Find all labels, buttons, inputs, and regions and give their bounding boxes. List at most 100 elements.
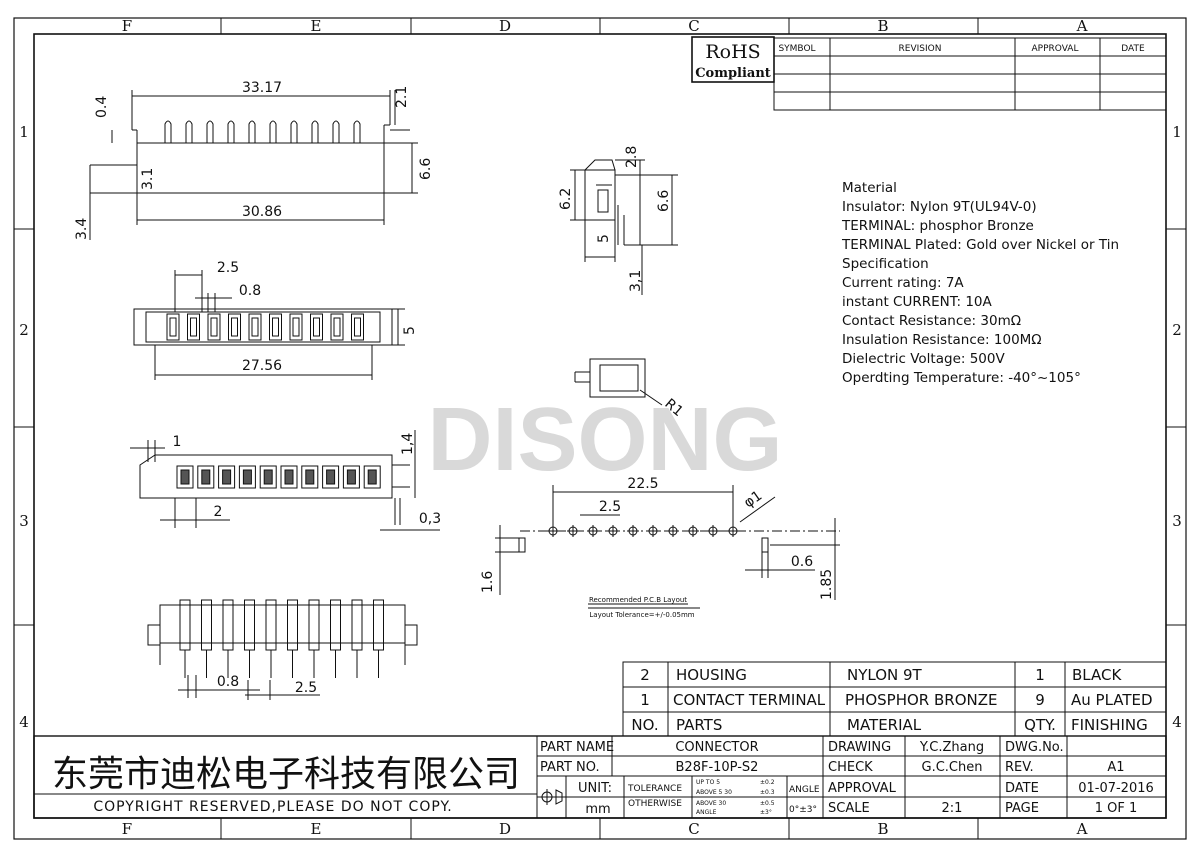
contact-slot — [351, 313, 364, 341]
contact-slot-inner — [169, 317, 177, 337]
contact-slot — [330, 313, 344, 341]
tol-row-1: UP TO 5 — [696, 779, 720, 786]
border-row-1-right: 1 — [1172, 123, 1182, 141]
bom-header-material: MATERIAL — [847, 716, 922, 734]
contact-window — [238, 465, 256, 489]
bom-header-finish: FINISHING — [1071, 716, 1148, 734]
dim-total-height: 6.6 — [418, 158, 434, 180]
bom-qty: 9 — [1035, 691, 1045, 709]
note-line: TERMINAL Plated: Gold over Nickel or Tin — [841, 237, 1119, 253]
note-line: Contact Resistance: 30mΩ — [842, 313, 1021, 329]
contact-slot-inner — [231, 317, 238, 337]
bom-qty: 1 — [1035, 666, 1045, 684]
contact-window — [322, 465, 340, 489]
contact-window-fill — [284, 469, 294, 485]
contact-window — [176, 465, 194, 489]
dim-pin-height: 0.4 — [94, 96, 110, 118]
dim-side-width: 5 — [596, 234, 612, 243]
dim-pcb-pitch: 2.5 — [599, 499, 621, 515]
bom-header-part: PARTS — [676, 716, 722, 734]
material-notes: Material Insulator: Nylon 9T(UL94V-0) TE… — [841, 180, 1119, 386]
note-line: Material — [842, 180, 897, 196]
border-row-1-left: 1 — [19, 123, 29, 141]
dim-side-height: 6.2 — [558, 188, 574, 210]
dim-front-tail: 0,3 — [419, 511, 441, 527]
tol-row-2: ABOVE 5 30 — [696, 789, 732, 796]
contact-slot — [269, 313, 282, 341]
border-col-f-top: F — [122, 17, 132, 35]
part-name-value: CONNECTOR — [675, 740, 758, 755]
pcb-layout-title: Recommended P.C.B Layout — [589, 596, 687, 604]
dim-plan-pitch: 2.5 — [217, 260, 239, 276]
tol-val-2: ±0.3 — [760, 789, 775, 796]
note-line: Insulator: Nylon 9T(UL94V-0) — [842, 199, 1037, 215]
bom-header-qty: QTY. — [1024, 716, 1056, 734]
page-value: 1 OF 1 — [1095, 801, 1138, 816]
rev-label: REV. — [1005, 760, 1034, 775]
dim-side-top: 2.8 — [624, 146, 640, 168]
revision-table — [773, 37, 1167, 111]
tolerance-otherwise: OTHERWISE — [628, 799, 682, 809]
contact-pin — [164, 120, 172, 143]
contact-pin — [185, 120, 193, 143]
copyright-notice: COPYRIGHT RESERVED,PLEASE DO NOT COPY. — [93, 799, 452, 815]
rohs-mark: RoHS Compliant — [691, 36, 775, 83]
contact-pin — [353, 120, 361, 143]
dim-front-right-h: 1,4 — [400, 433, 416, 455]
note-line: Current rating: 7A — [842, 275, 964, 291]
dim-pcb-hole: φ1 — [741, 488, 765, 512]
dim-front-pitch: 2 — [214, 504, 223, 520]
border-col-e-bottom: E — [311, 820, 322, 838]
rohs-compliant-text: Compliant — [695, 66, 771, 81]
date-value: 01-07-2016 — [1078, 781, 1154, 796]
contact-slot — [289, 313, 303, 341]
dim-pcb-peg: 1.6 — [480, 571, 496, 593]
border-row-4-left: 4 — [19, 713, 29, 731]
dim-pcb-row: 1.85 — [819, 569, 835, 600]
part-name-label: PART NAME — [540, 740, 614, 755]
plan-view — [133, 270, 405, 380]
contact-slot — [228, 313, 241, 341]
contact-window-fill — [346, 469, 356, 485]
bom-no: 2 — [640, 666, 650, 684]
note-line: Insulation Resistance: 100MΩ — [842, 332, 1042, 348]
contact-window — [259, 465, 277, 489]
dim-plan-width: 5 — [402, 326, 418, 335]
check-label: CHECK — [828, 760, 873, 775]
tol-val-3: ±0.5 — [760, 800, 775, 807]
note-line: TERMINAL: phosphor Bronze — [841, 218, 1034, 234]
unit-value: mm — [585, 802, 610, 817]
contact-window-fill — [305, 469, 315, 485]
elevation-view — [89, 90, 418, 240]
contact-pin — [206, 120, 214, 143]
scale-label: SCALE — [828, 801, 870, 816]
dim-inner-length: 30.86 — [242, 204, 282, 220]
bottom-view — [147, 599, 418, 700]
border-row-2-right: 2 — [1172, 321, 1182, 339]
front-view — [130, 430, 440, 531]
contact-slot — [207, 313, 221, 341]
contact-slot-inner — [333, 317, 341, 337]
border-col-a-bottom: A — [1076, 820, 1088, 838]
dim-bottom-slot: 0.8 — [217, 674, 239, 690]
border-col-b-top: B — [877, 17, 888, 35]
bom-material: PHOSPHOR BRONZE — [845, 691, 997, 709]
dim-side-leg: 3,1 — [628, 270, 644, 292]
scale-value: 2:1 — [942, 801, 963, 816]
bom-finish: BLACK — [1072, 666, 1122, 684]
contact-window — [218, 465, 236, 489]
border-row-3-right: 3 — [1172, 512, 1182, 530]
contact-slot — [166, 313, 180, 341]
border-row-3-left: 3 — [19, 512, 29, 530]
check-value: G.C.Chen — [922, 760, 983, 775]
contact-window — [342, 465, 360, 489]
approval-label: APPROVAL — [828, 781, 897, 796]
border-col-d-top: D — [499, 17, 511, 35]
contact-pin — [290, 120, 298, 143]
contact-slot — [187, 313, 200, 341]
bom-header-no: NO. — [631, 716, 658, 734]
note-line: Operdting Temperature: -40°~105° — [842, 370, 1081, 386]
border-col-f-bottom: F — [122, 820, 132, 838]
rohs-text: RoHS — [705, 41, 760, 63]
